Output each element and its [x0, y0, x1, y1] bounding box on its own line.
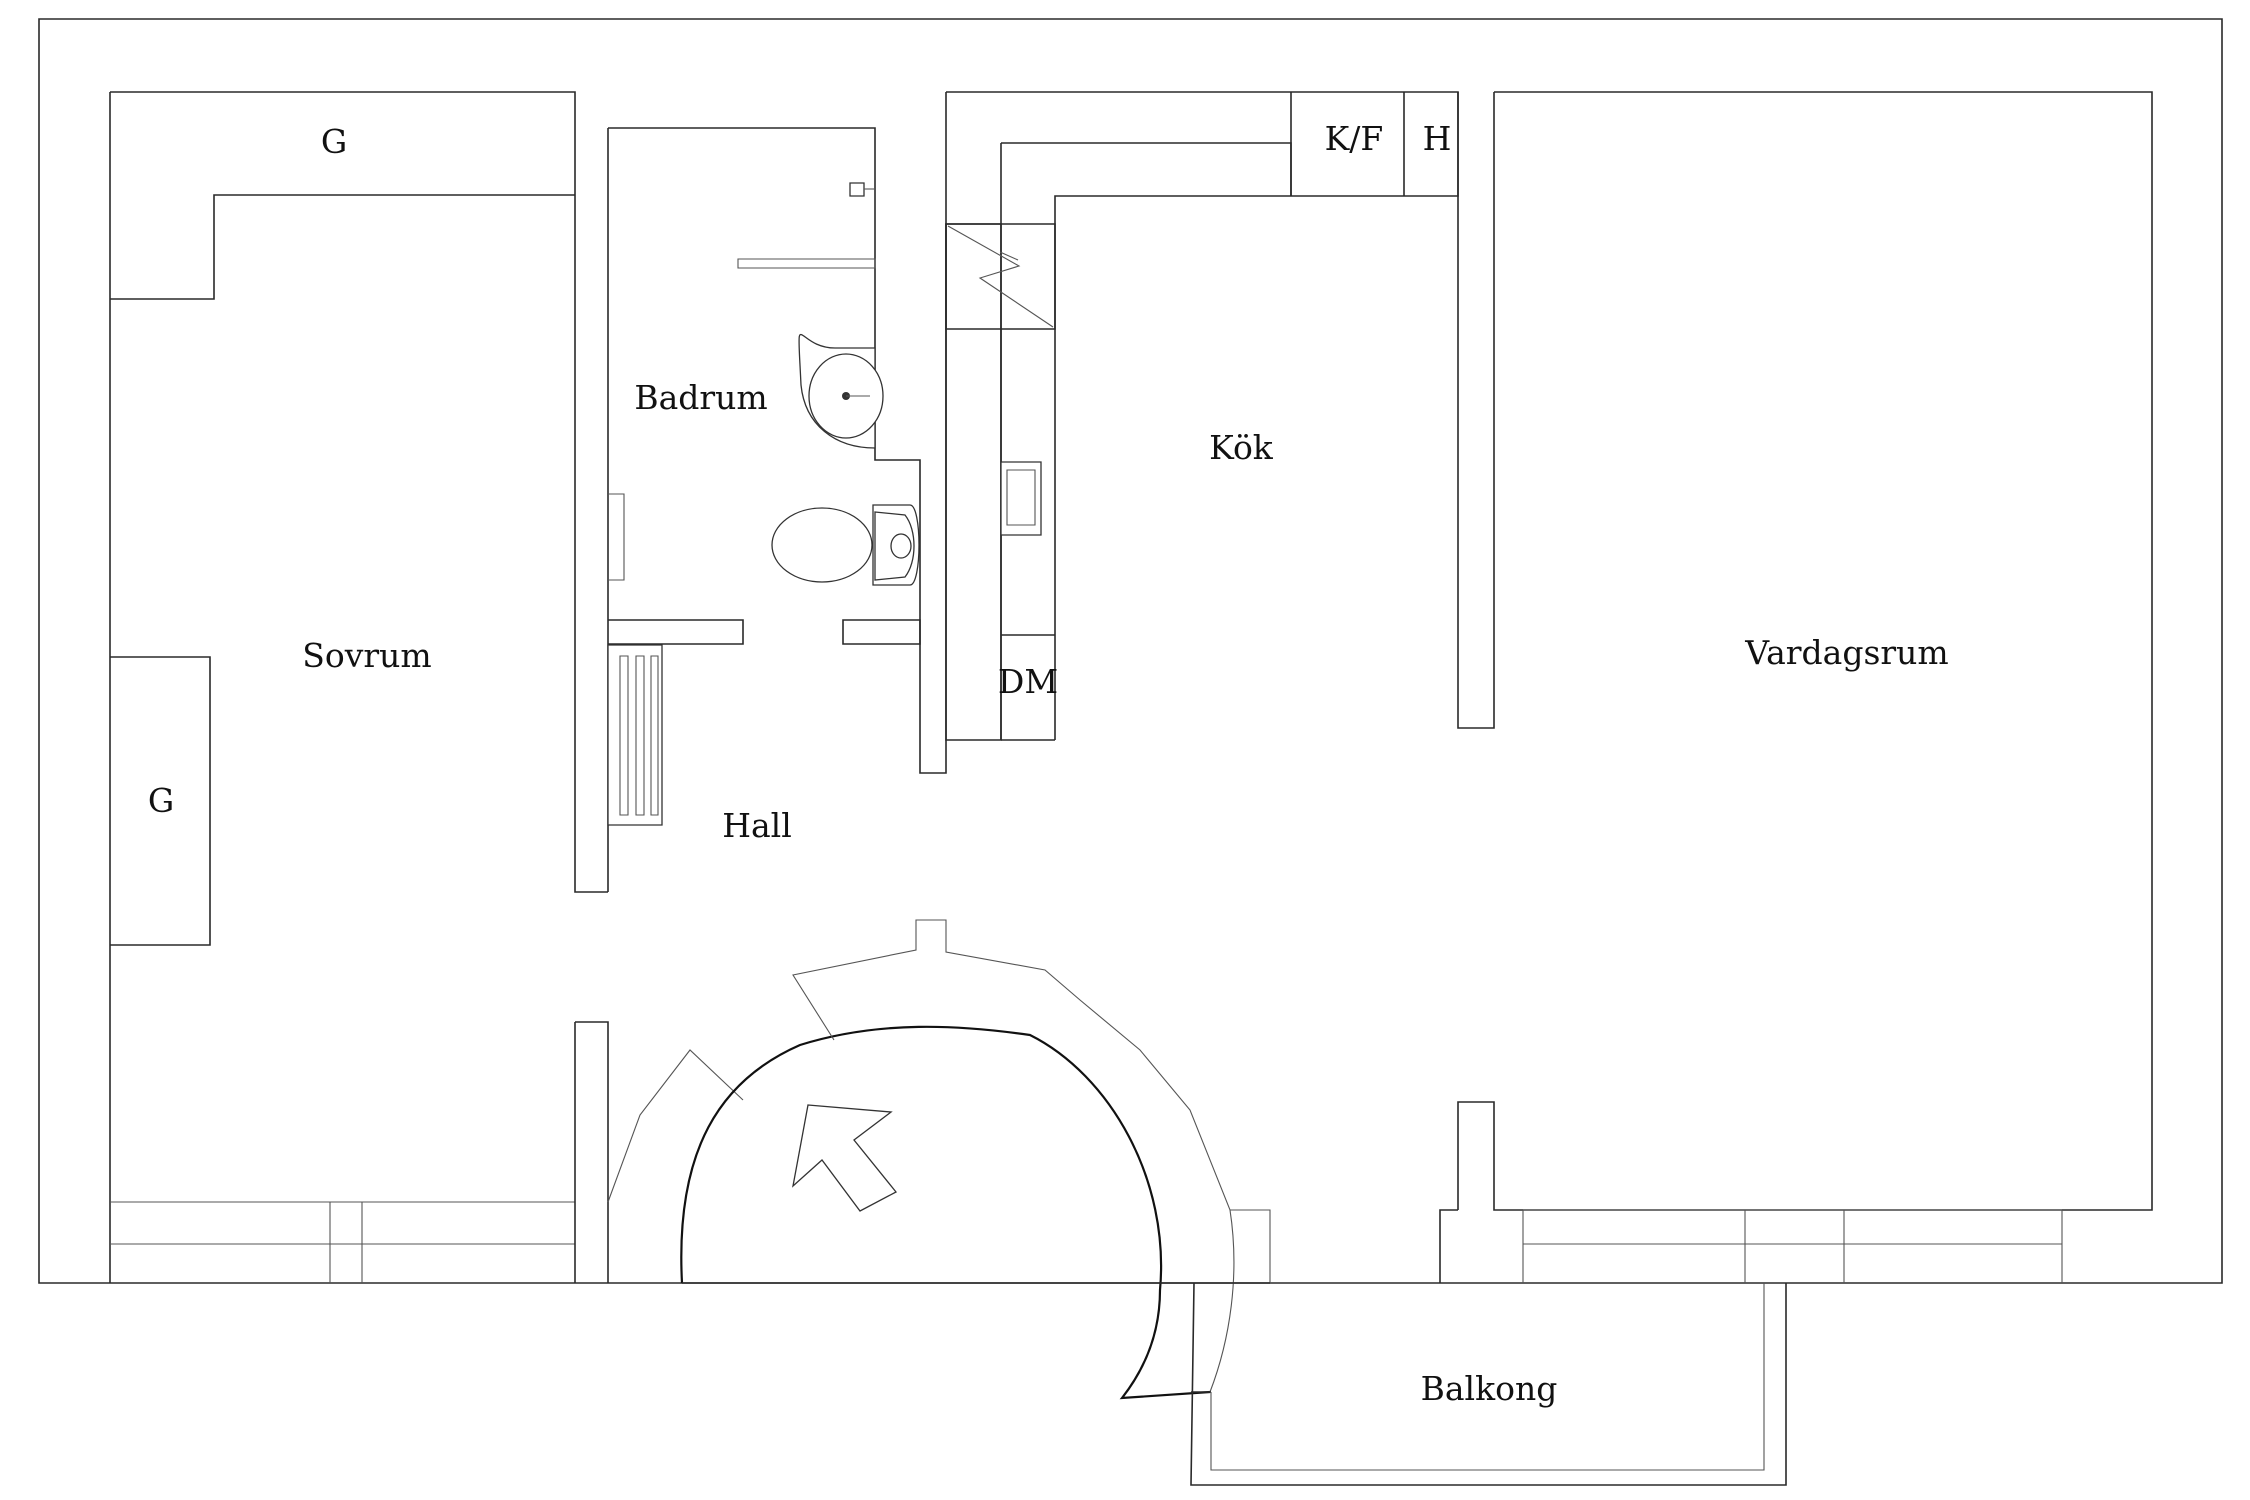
dishwasher-label: DM: [998, 662, 1058, 701]
kitchen-chimney: [945, 223, 1056, 330]
room-label-sovrum: Sovrum: [302, 636, 431, 675]
hood-label: H: [1423, 119, 1452, 158]
room-label-hall: Hall: [722, 806, 792, 845]
wardrobe-left-label: G: [148, 781, 174, 820]
fridge-freezer-label: K/F: [1325, 119, 1384, 158]
hall-radiator: [607, 644, 663, 826]
entrance-arrow-icon: [792, 1104, 898, 1212]
room-label-vardagsrum: Vardagsrum: [1744, 633, 1948, 672]
room-label-kok: Kök: [1209, 428, 1274, 467]
balcony-walls: [1190, 1282, 1787, 1486]
wardrobe-top: [110, 194, 575, 300]
bedroom-walls: [109, 91, 609, 1283]
bathroom-toilet: [771, 504, 920, 586]
living-room-walls: [1439, 91, 2153, 1283]
outer-walls: [38, 18, 2223, 1284]
wardrobe-top-label: G: [321, 122, 347, 161]
room-label-badrum: Badrum: [634, 378, 767, 417]
room-label-balkong: Balkong: [1421, 1369, 1558, 1408]
entrance-curve: [607, 919, 1271, 1400]
wardrobe-left: [110, 656, 211, 946]
bathroom-sink: [798, 333, 884, 449]
kitchen-walls: [945, 91, 1495, 741]
